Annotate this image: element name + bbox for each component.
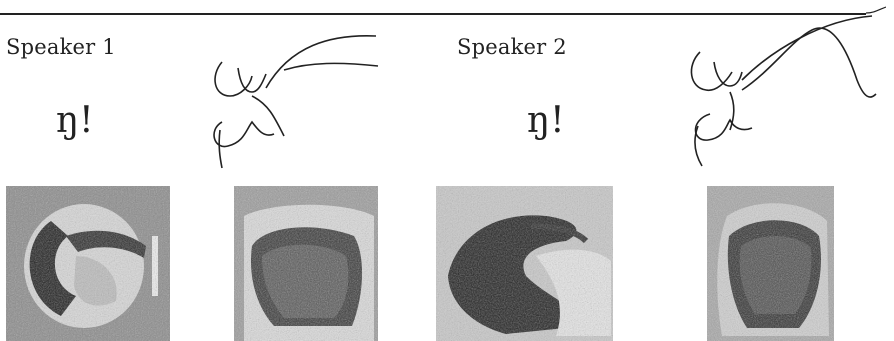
speaker-2-tongue-tracing — [690, 15, 877, 167]
speaker-1-mri-image-1 — [6, 186, 170, 341]
speaker-1-label: Speaker 1 — [6, 35, 116, 59]
speaker-1-ipa-symbol: ŋ! — [56, 100, 94, 141]
speaker-2-mri-image-1 — [436, 186, 613, 341]
speaker-2-label: Speaker 2 — [457, 35, 567, 59]
speaker-1-tongue-tracing — [213, 35, 379, 169]
speaker-2-mri-image-2 — [707, 186, 834, 341]
speaker-2-ipa-symbol: ŋ! — [527, 100, 565, 141]
speaker-1-mri-image-2 — [234, 186, 378, 341]
top-rule-tail — [866, 6, 886, 14]
top-rule — [0, 13, 866, 15]
